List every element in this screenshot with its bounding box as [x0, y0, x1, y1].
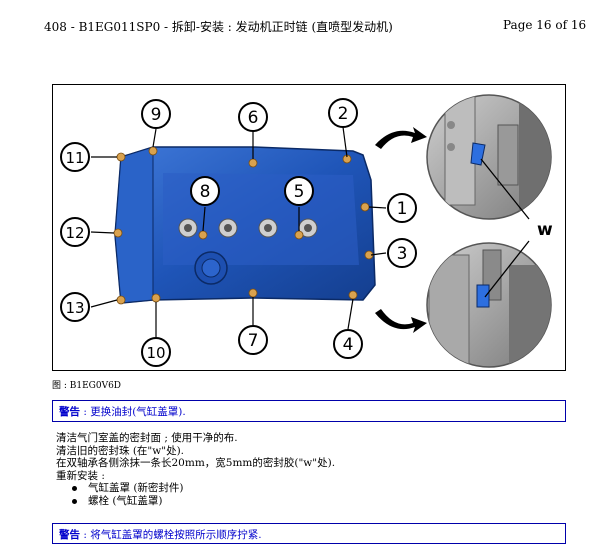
list-item-text: 气缸盖罩 (新密封件) [88, 482, 184, 494]
callout-12: 12 [60, 217, 90, 247]
bullet-icon [72, 486, 77, 491]
cover-body [114, 146, 376, 304]
list-item-text: 螺栓 (气缸盖罩) [88, 494, 163, 507]
callout-9-label: 9 [151, 105, 162, 125]
instruction-line: 重新安装 : [56, 469, 105, 482]
callout-10: 10 [141, 337, 171, 367]
instruction-line: 清洁气门室盖的密封面 ; 使用干净的布. [56, 432, 238, 444]
callout-2: 2 [328, 98, 358, 128]
callout-7: 7 [238, 325, 268, 355]
detail-w-label: w [537, 220, 553, 240]
callout-12-label: 12 [65, 224, 84, 242]
callout-3-label: 3 [397, 244, 408, 264]
callout-13-label: 13 [65, 299, 84, 317]
detail-view-top [426, 94, 552, 220]
callout-1: 1 [387, 193, 417, 223]
callout-11-label: 11 [65, 149, 84, 167]
callout-5: 5 [284, 176, 314, 206]
warning-text: : 将气缸盖罩的螺栓按照所示顺序拧紧. [80, 529, 262, 541]
page-number: Page 16 of 16 [503, 18, 587, 32]
figure-caption: 图 : B1EG0V6D [52, 381, 122, 391]
engine-cover-figure: 1 2 3 4 5 6 7 8 9 10 11 12 13 [52, 84, 566, 371]
warning-label: 警告 [59, 406, 80, 418]
warning-text: : 更换油封(气缸盖罩). [80, 406, 186, 418]
instructions-block: 清洁气门室盖的密封面 ; 使用干净的布. 清洁旧的密封珠 (在"w"处). 在双… [56, 432, 335, 507]
callout-1-label: 1 [397, 199, 408, 219]
warning-label: 警告 [59, 529, 80, 541]
callout-6: 6 [238, 102, 268, 132]
page-header: 408 - B1EG011SP0 - 拆卸-安装 : 发动机正时链 (直喷型发动… [0, 0, 602, 36]
cylinder-head-cover-illustration: 1 2 3 4 5 6 7 8 9 10 11 12 13 [60, 94, 553, 368]
callout-10-label: 10 [146, 344, 165, 362]
detail-view-bottom [426, 242, 552, 368]
callout-11: 11 [60, 142, 90, 172]
instruction-line: 清洁旧的密封珠 (在"w"处). [56, 444, 185, 457]
callout-leaders [90, 126, 387, 337]
bullet-icon [72, 498, 77, 504]
document-title: 408 - B1EG011SP0 - 拆卸-安装 : 发动机正时链 (直喷型发动… [44, 20, 393, 34]
callout-3: 3 [387, 238, 417, 268]
callout-2-label: 2 [338, 104, 349, 124]
list-item: 气缸盖罩 (新密封件) [56, 482, 335, 495]
callout-4-label: 4 [343, 335, 354, 355]
callout-8-label: 8 [200, 182, 211, 202]
callout-4: 4 [333, 329, 363, 359]
reinstall-list: 气缸盖罩 (新密封件) 螺栓 (气缸盖罩) [56, 482, 335, 507]
detail-arrows [375, 127, 427, 333]
warning-box-bolt-order: 警告 : 将气缸盖罩的螺栓按照所示顺序拧紧. [52, 523, 566, 544]
list-item: 螺栓 (气缸盖罩) [56, 495, 335, 508]
callout-7-label: 7 [248, 331, 259, 351]
callout-5-label: 5 [294, 182, 305, 202]
callout-8: 8 [190, 176, 220, 206]
callout-13: 13 [60, 292, 90, 322]
instruction-line: 在双轴承各侧涂抹一条长20mm，宽5mm的密封胶("w"处). [56, 457, 336, 469]
callout-6-label: 6 [248, 108, 259, 128]
warning-box-oil-seal: 警告 : 更换油封(气缸盖罩). [52, 400, 566, 422]
detail-w-leaders [480, 158, 530, 298]
callout-9: 9 [141, 99, 171, 129]
